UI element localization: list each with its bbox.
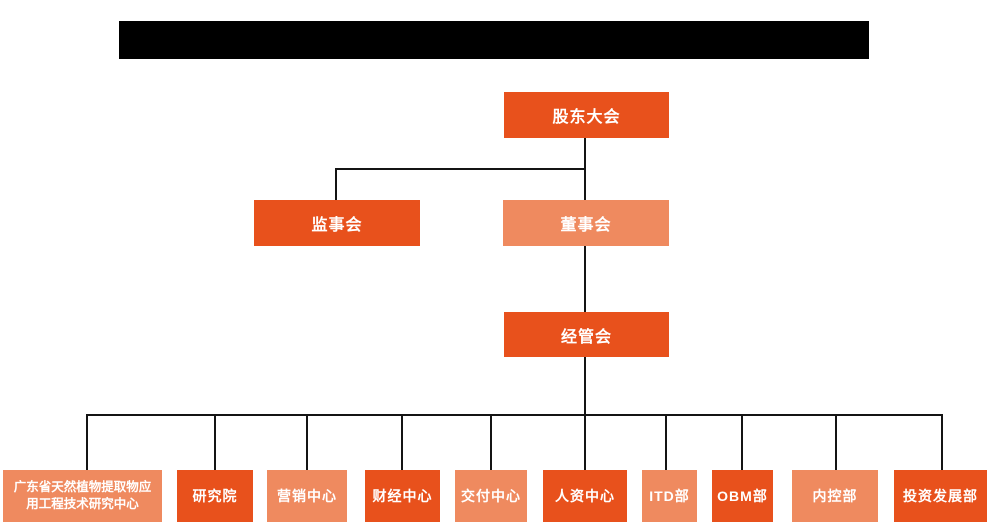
org-node-internal-control-department: 内控部 [792,470,878,522]
org-node-research-center: 广东省天然植物提取物应用工程技术研究中心 [3,470,162,522]
connector-dept-drop [86,414,88,470]
org-node-label: 股东大会 [552,109,621,126]
org-node-research-institute: 研究院 [177,470,253,522]
org-node-label: OBM部 [717,488,768,504]
org-node-label: 董事会 [560,217,612,234]
org-node-label: 经管会 [560,328,612,346]
connector-departments-horizontal [86,414,943,416]
org-node-label: ITD部 [649,488,690,504]
connector-dept-drop [306,414,308,470]
org-node-label: 监事会 [311,217,363,234]
org-node-itd-department: ITD部 [642,470,697,522]
connector-dept-drop [490,414,492,470]
org-node-board-of-directors: 董事会 [503,200,669,246]
connector-dept-drop [741,414,743,470]
org-node-label: 广东省天然植物提取物应用工程技术研究中心 [13,480,152,511]
connector-dept-drop [835,414,837,470]
org-node-hr-center: 人资中心 [543,470,627,522]
connector-dept-drop [401,414,403,470]
org-node-investment-development-department: 投资发展部 [894,470,987,522]
org-node-label: 内控部 [812,488,858,504]
connector-dept-drop [214,414,216,470]
org-node-label: 财经中心 [372,488,433,504]
org-node-management-committee: 经管会 [504,312,669,357]
org-node-label: 交付中心 [461,488,521,504]
connector-dept-drop [584,414,586,470]
org-node-label: 人资中心 [555,488,615,504]
connector-board-to-management [584,246,586,312]
connector-dept-drop [665,414,667,470]
connector-management-down [584,357,586,415]
org-node-shareholders-meeting: 股东大会 [504,92,669,138]
org-node-obm-department: OBM部 [712,470,773,522]
connector-supervisory-drop [335,168,337,200]
org-node-label: 营销中心 [277,488,337,504]
org-node-supervisory-board: 监事会 [254,200,420,246]
connector-level2-horizontal [336,168,586,170]
org-node-delivery-center: 交付中心 [455,470,527,522]
connector-dept-drop [941,414,943,470]
org-node-finance-center: 财经中心 [365,470,440,522]
org-node-marketing-center: 营销中心 [267,470,347,522]
org-node-label: 研究院 [192,488,238,504]
org-node-label: 投资发展部 [903,488,978,504]
redacted-title-bar [119,21,869,59]
